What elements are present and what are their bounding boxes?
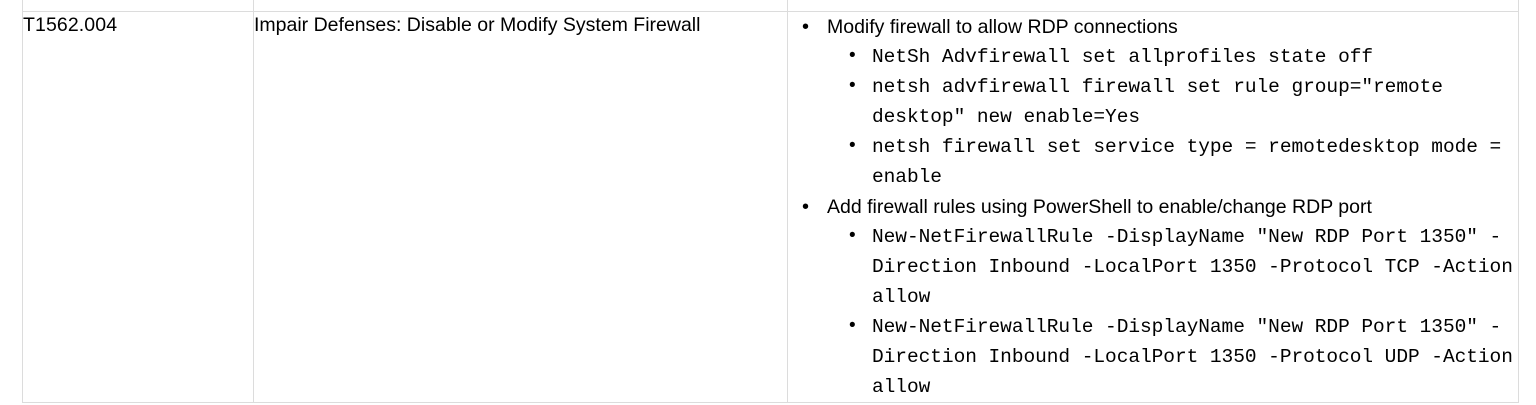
command-sublist: NetSh Advfirewall set allprofiles state … [827,41,1518,192]
command-text: New-NetFirewallRule -DisplayName "New RD… [872,316,1525,398]
command-group-label: Modify firewall to allow RDP connections [827,12,1518,42]
partial-cell-commands [787,0,1519,12]
cell-commands: Modify firewall to allow RDP connections… [787,11,1519,403]
technique-id-text: T1562.004 [23,14,118,36]
command-group-label: Add firewall rules using PowerShell to e… [827,192,1518,222]
command-group: Add firewall rules using PowerShell to e… [788,192,1518,402]
command-item: NetSh Advfirewall set allprofiles state … [827,41,1518,72]
command-item: netsh firewall set service type = remote… [827,131,1518,192]
command-sublist: New-NetFirewallRule -DisplayName "New RD… [827,221,1525,402]
command-group: Modify firewall to allow RDP connections… [788,12,1518,192]
command-text: netsh firewall set service type = remote… [872,136,1513,188]
table-row: T1562.004 Impair Defenses: Disable or Mo… [22,11,1519,403]
cell-technique-id: T1562.004 [22,11,254,403]
command-list: Modify firewall to allow RDP connections… [788,12,1518,402]
partial-cell-id [22,0,254,12]
table-row-partial-above [22,0,1519,12]
technique-name-text: Impair Defenses: Disable or Modify Syste… [254,14,701,36]
command-text: New-NetFirewallRule -DisplayName "New RD… [872,226,1525,308]
command-item: New-NetFirewallRule -DisplayName "New RD… [827,221,1525,312]
command-text: netsh advfirewall firewall set rule grou… [872,76,1455,128]
cell-technique-name: Impair Defenses: Disable or Modify Syste… [253,11,788,403]
technique-table: T1562.004 Impair Defenses: Disable or Mo… [22,0,1519,403]
command-item: netsh advfirewall firewall set rule grou… [827,71,1518,132]
command-item: New-NetFirewallRule -DisplayName "New RD… [827,311,1525,402]
command-text: NetSh Advfirewall set allprofiles state … [872,46,1374,68]
partial-cell-name [253,0,788,12]
